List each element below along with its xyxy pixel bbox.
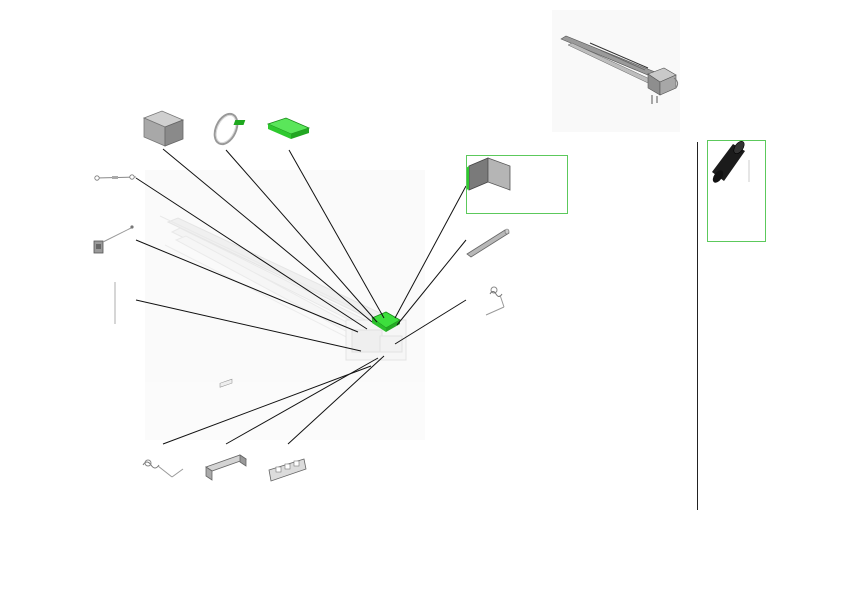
leader-line <box>287 355 385 445</box>
green-bracket-part-icon <box>233 117 311 139</box>
leader-line <box>135 239 359 333</box>
highlight-box-corner-bracket <box>466 155 568 214</box>
clip-part-icon <box>205 378 247 481</box>
leader-line <box>162 148 373 323</box>
leader-line <box>396 239 467 326</box>
leader-line <box>394 299 467 345</box>
spring-part-icon <box>485 286 505 316</box>
leader-line <box>162 365 372 445</box>
vertical-separator <box>697 142 698 510</box>
leader-line <box>135 177 368 330</box>
gray-box-part-icon <box>142 110 185 147</box>
leader-line <box>225 149 378 323</box>
connector-part-icon <box>93 225 134 254</box>
ghost-assembly <box>145 170 425 440</box>
roller-part-icon <box>712 141 750 183</box>
leader-line <box>394 185 467 319</box>
assembly-overview-icon <box>552 10 680 132</box>
leader-line <box>225 357 379 445</box>
leader-line <box>135 299 362 352</box>
plate-part-icon <box>268 458 307 482</box>
highlight-box-black-roller <box>707 140 766 242</box>
cable-part-icon <box>94 174 137 181</box>
corner-bracket-part-icon <box>466 157 511 191</box>
leader-lines <box>135 148 467 445</box>
ring-part-icon <box>213 112 239 146</box>
leader-line <box>288 149 385 319</box>
spring-part-icon <box>142 459 184 478</box>
shaft-part-icon <box>466 228 510 258</box>
